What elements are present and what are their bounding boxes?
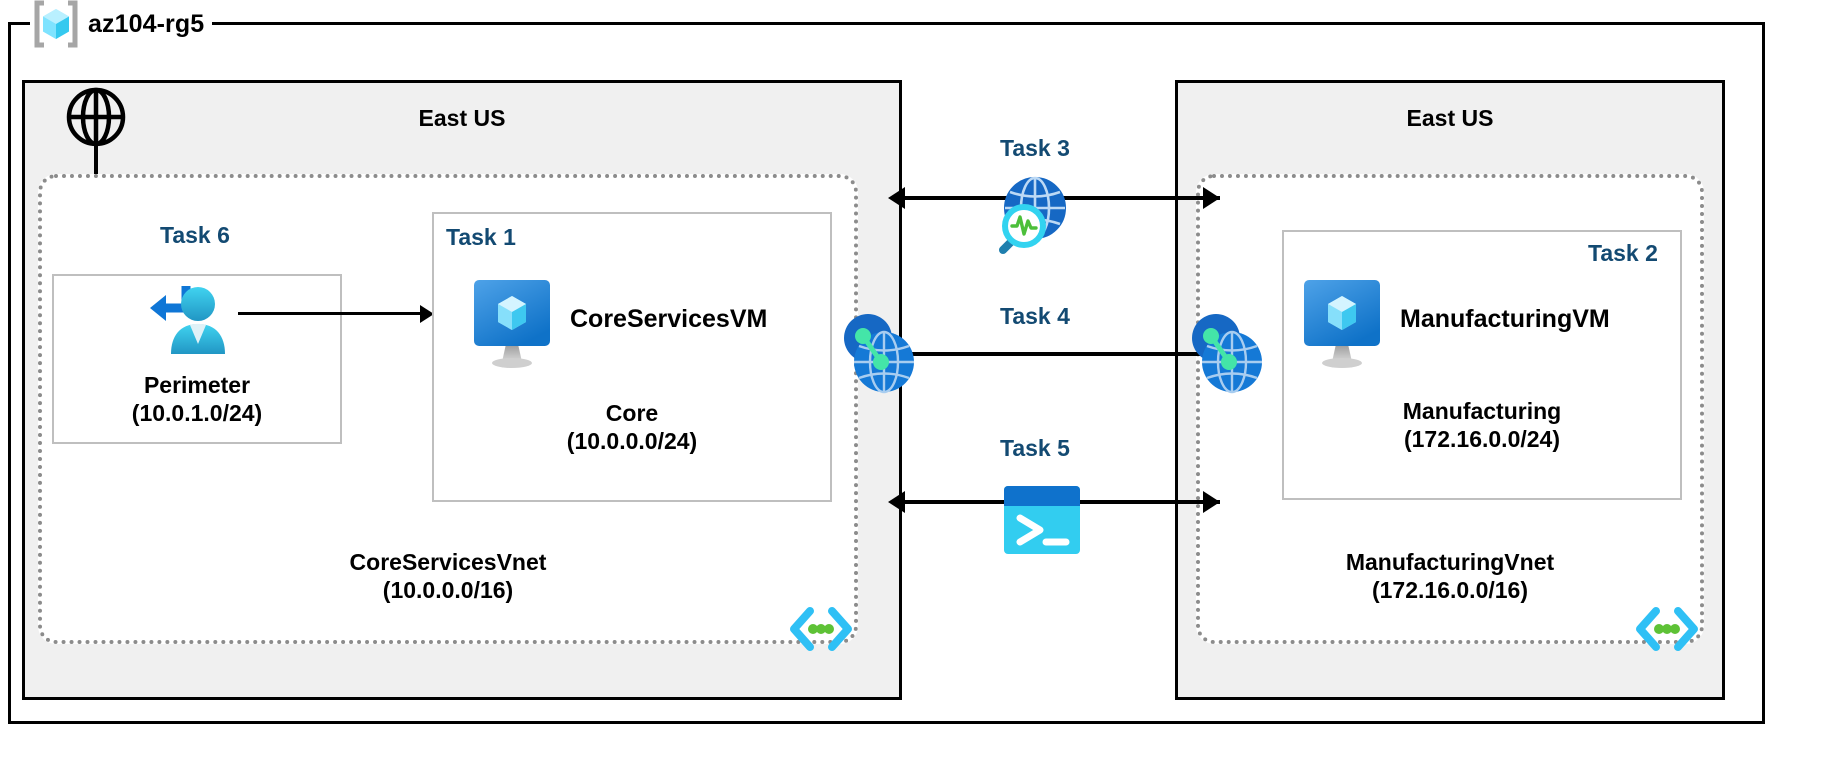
task3-arrowhead-left bbox=[888, 187, 905, 209]
resource-group-name: az104-rg5 bbox=[88, 9, 205, 38]
virtual-machine-icon bbox=[470, 276, 554, 372]
globe-icon bbox=[65, 86, 127, 148]
bastion-user-icon bbox=[140, 282, 232, 360]
vnet-coreservicesvnet-cidr: (10.0.0.0/16) bbox=[382, 577, 514, 604]
perimeter-to-vm-arrowhead bbox=[420, 305, 434, 323]
task-label-1: Task 1 bbox=[446, 224, 516, 250]
vnet-peering-icon bbox=[1188, 310, 1264, 396]
task-label-6: Task 6 bbox=[160, 222, 230, 248]
task3-arrowhead-right bbox=[1203, 187, 1220, 209]
task5-arrowhead-right bbox=[1203, 491, 1220, 513]
task-label-3: Task 3 bbox=[1000, 135, 1070, 161]
subnet-perimeter-name: Perimeter bbox=[143, 372, 251, 398]
vnet-coreservicesvnet-name: CoreServicesVnet bbox=[349, 549, 547, 575]
vnet-manufacturingvnet-label: ManufacturingVnet (172.16.0.0/16) bbox=[1200, 548, 1700, 604]
subnet-core: Core (10.0.0.0/24) bbox=[432, 212, 832, 502]
vnet-manufacturingvnet-name: ManufacturingVnet bbox=[1345, 549, 1555, 575]
subnet-manufacturing-cidr: (172.16.0.0/24) bbox=[1403, 426, 1560, 453]
subnet-core-label: Core (10.0.0.0/24) bbox=[434, 399, 830, 455]
task-label-4: Task 4 bbox=[1000, 303, 1070, 329]
resource-group-frame bbox=[8, 22, 1765, 724]
virtual-machine-icon bbox=[1300, 276, 1384, 372]
vnet-peering-icon bbox=[840, 310, 916, 396]
task4-connector-line bbox=[905, 352, 1220, 356]
task5-arrowhead-left bbox=[888, 491, 905, 513]
azure-resource-group-icon bbox=[30, 0, 82, 48]
subnet-core-cidr: (10.0.0.0/24) bbox=[566, 428, 698, 455]
subnet-code-brackets-icon bbox=[786, 603, 856, 655]
subnet-manufacturing-label: Manufacturing (172.16.0.0/24) bbox=[1284, 397, 1680, 453]
subnet-code-brackets-icon bbox=[1632, 603, 1702, 655]
cloud-shell-icon bbox=[1002, 484, 1082, 556]
subnet-core-name: Core bbox=[605, 400, 659, 426]
task-label-2: Task 2 bbox=[1588, 240, 1658, 266]
region-title-left: East US bbox=[418, 105, 506, 131]
vm-name-manufacturingvm: ManufacturingVM bbox=[1400, 305, 1610, 333]
perimeter-to-vm-line bbox=[238, 312, 424, 315]
vm-name-coreservicesvm: CoreServicesVM bbox=[570, 305, 768, 333]
task-label-5: Task 5 bbox=[1000, 435, 1070, 461]
vnet-manufacturingvnet-cidr: (172.16.0.0/16) bbox=[1371, 577, 1528, 604]
subnet-manufacturing-name: Manufacturing bbox=[1402, 398, 1562, 424]
subnet-perimeter-label: Perimeter (10.0.1.0/24) bbox=[54, 371, 340, 427]
network-watcher-icon bbox=[985, 170, 1071, 256]
subnet-perimeter-cidr: (10.0.1.0/24) bbox=[131, 400, 263, 427]
vnet-coreservicesvnet-label: CoreServicesVnet (10.0.0.0/16) bbox=[42, 548, 854, 604]
resource-group-badge: az104-rg5 bbox=[30, 0, 213, 48]
region-title-right: East US bbox=[1406, 105, 1494, 131]
